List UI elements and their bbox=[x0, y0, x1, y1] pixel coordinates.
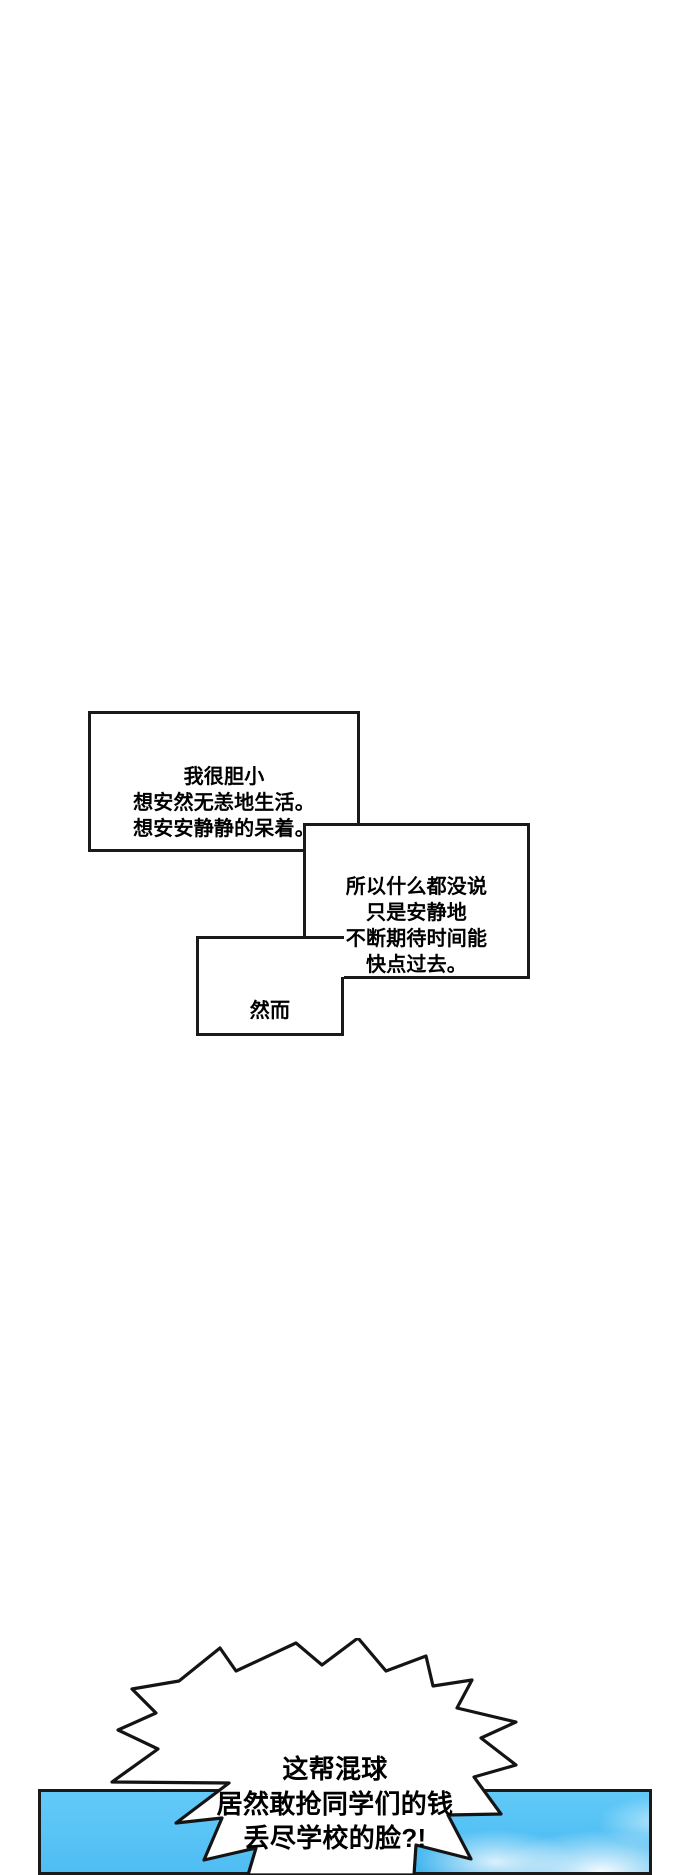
shout-speech-bubble bbox=[96, 1638, 566, 1875]
caption-join-mask-c bbox=[306, 939, 344, 977]
narration-box-2-text: 所以什么都没说 只是安静地 不断期待时间能 快点过去。 bbox=[345, 876, 488, 976]
narration-box-1: 我很胆小 想安然无恙地生活。 想安安静静的呆着。 bbox=[88, 711, 360, 852]
narration-box-1-text: 我很胆小 想安然无恙地生活。 想安安静静的呆着。 bbox=[133, 766, 315, 840]
caption-join-mask-b bbox=[199, 939, 300, 963]
shout-bubble-text: 这帮混球 居然敢抢同学们的钱 丢尽学校的脸?! bbox=[216, 1754, 454, 1854]
shout-bubble-outline-icon bbox=[110, 1638, 518, 1875]
narration-box-3-text: 然而 bbox=[249, 1000, 291, 1022]
caption-join-mask-a bbox=[306, 826, 357, 850]
